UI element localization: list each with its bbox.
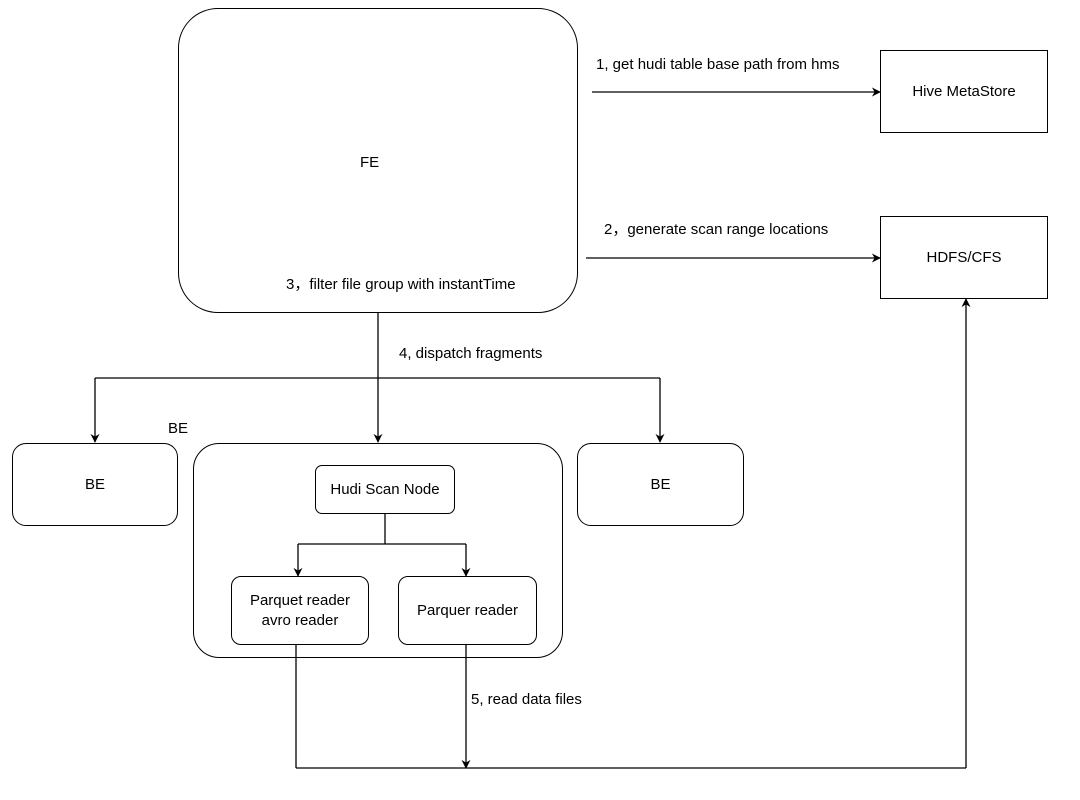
- step-2-label: 2，generate scan range locations: [604, 221, 829, 238]
- step-3-label: 3，filter file group with instantTime: [286, 276, 516, 293]
- hudi-scan-node: Hudi Scan Node: [315, 465, 455, 514]
- avro-reader-label: avro reader: [261, 611, 339, 629]
- hdfs-cfs-label: HDFS/CFS: [926, 248, 1002, 266]
- be-center-container: [193, 443, 563, 658]
- parquer-reader-label: Parquer reader: [417, 601, 518, 619]
- step-5-label: 5, read data files: [471, 691, 582, 708]
- hive-metastore-node: Hive MetaStore: [880, 50, 1048, 133]
- be-right-node: BE: [577, 443, 744, 526]
- be-center-label: BE: [168, 420, 189, 437]
- fe-label: FE: [360, 154, 380, 171]
- be-left-label: BE: [84, 475, 105, 493]
- be-left-node: BE: [12, 443, 178, 526]
- parquer-reader-node: Parquer reader: [398, 576, 537, 645]
- fe-node: FE: [178, 8, 578, 313]
- hdfs-cfs-node: HDFS/CFS: [880, 216, 1048, 299]
- parquet-reader-label: Parquet reader: [249, 591, 351, 609]
- parquet-avro-reader-node: Parquet reader avro reader: [231, 576, 369, 645]
- step-1-label: 1, get hudi table base path from hms: [596, 56, 840, 73]
- hive-metastore-label: Hive MetaStore: [912, 82, 1016, 100]
- parquet-avro-reader-text: Parquet reader avro reader: [250, 591, 350, 631]
- step-4-label: 4, dispatch fragments: [399, 345, 543, 362]
- hudi-scan-node-label: Hudi Scan Node: [330, 480, 440, 498]
- be-right-label: BE: [650, 475, 671, 493]
